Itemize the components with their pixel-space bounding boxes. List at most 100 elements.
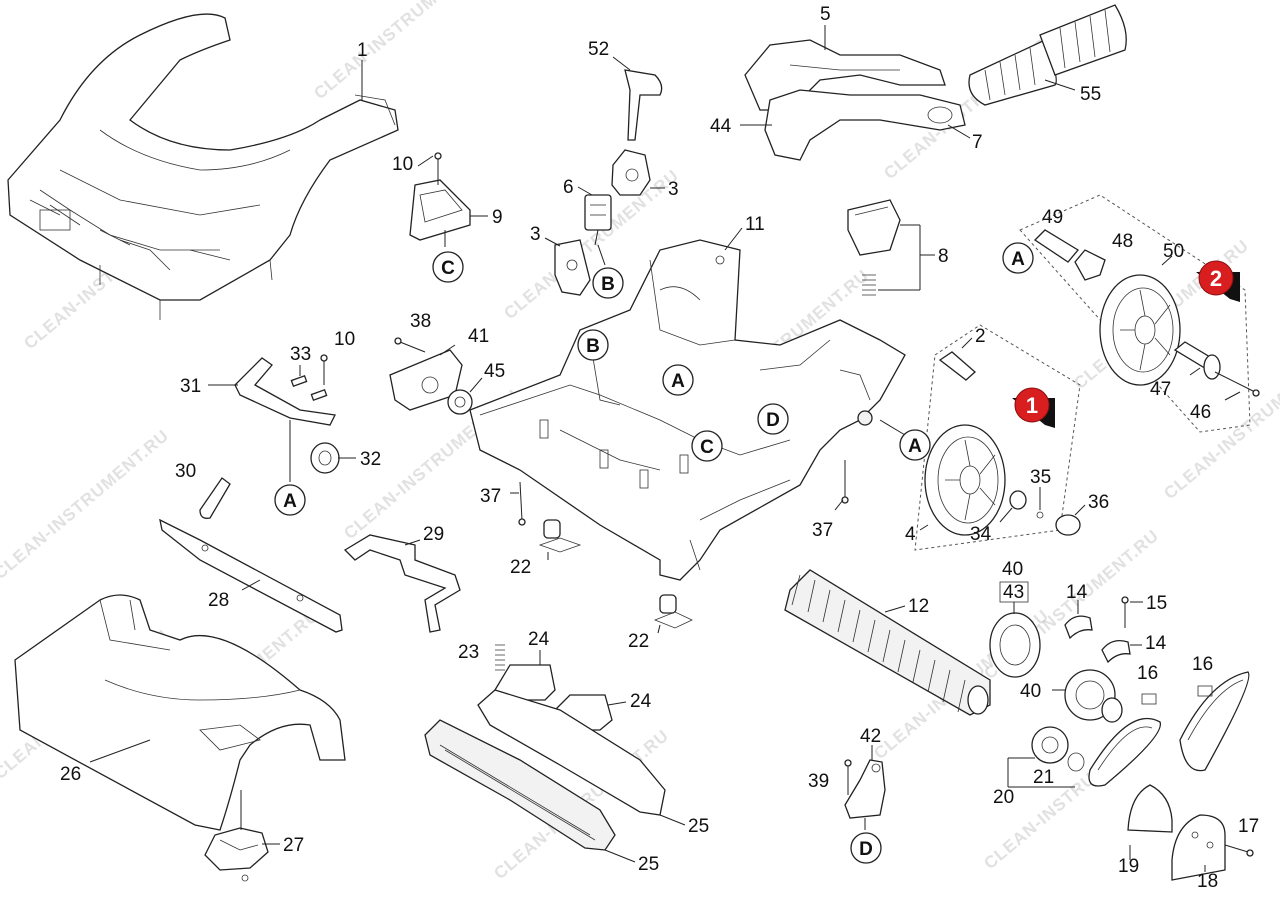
label-part-18[interactable]: 18: [1197, 871, 1218, 892]
label-part-35[interactable]: 35: [1030, 467, 1051, 488]
part-39-screw[interactable]: [844, 759, 852, 795]
label-part-27[interactable]: 27: [283, 835, 304, 856]
label-connector-d-bottom[interactable]: D: [859, 839, 873, 860]
connector-d-bottom[interactable]: [850, 832, 882, 864]
label-part-38[interactable]: 38: [410, 311, 431, 332]
part-25-squeegee[interactable]: [424, 689, 666, 851]
label-part-37-a[interactable]: 37: [480, 486, 501, 507]
label-part-26[interactable]: 26: [60, 764, 81, 785]
label-part-22-a[interactable]: 22: [510, 557, 531, 578]
label-part-6[interactable]: 6: [563, 177, 574, 198]
part-37-screw-left[interactable]: [518, 481, 526, 526]
label-part-3-b[interactable]: 3: [530, 224, 541, 245]
label-part-16-b[interactable]: 16: [1192, 654, 1213, 675]
label-part-52[interactable]: 52: [588, 39, 609, 60]
label-part-20[interactable]: 20: [993, 787, 1014, 808]
label-connector-d-mid[interactable]: D: [766, 410, 780, 431]
part-22-roller-a[interactable]: [538, 519, 582, 553]
label-part-40-b[interactable]: 40: [1020, 681, 1041, 702]
label-part-25-b[interactable]: 25: [638, 854, 659, 875]
label-part-11[interactable]: 11: [745, 214, 765, 235]
part-43-cap[interactable]: [989, 612, 1041, 678]
label-part-40-a[interactable]: 40: [1002, 559, 1023, 580]
label-connector-b-mid[interactable]: B: [586, 336, 600, 357]
label-part-23[interactable]: 23: [458, 642, 479, 663]
part-55-hose[interactable]: [968, 4, 1127, 106]
part-38-screw[interactable]: [394, 337, 426, 353]
label-part-17[interactable]: 17: [1238, 816, 1259, 837]
part-3-holder-bottom[interactable]: [554, 239, 591, 296]
label-part-15[interactable]: 15: [1146, 593, 1167, 614]
part-23-spring[interactable]: [495, 644, 505, 671]
part-10-screw-top[interactable]: [434, 152, 442, 185]
part-27-clip[interactable]: [204, 827, 269, 882]
part-36-cap[interactable]: [1055, 514, 1081, 536]
label-part-48[interactable]: 48: [1112, 231, 1133, 252]
connector-a-mid[interactable]: [662, 364, 694, 396]
part-6-switch[interactable]: [584, 194, 612, 246]
label-part-33[interactable]: 33: [290, 344, 311, 365]
part-50-wheel[interactable]: [1099, 274, 1181, 386]
connector-b-mid[interactable]: [577, 329, 609, 361]
label-part-12[interactable]: 12: [908, 596, 929, 617]
label-part-39[interactable]: 39: [808, 771, 829, 792]
part-14-clips[interactable]: [1064, 615, 1131, 664]
connector-d-mid[interactable]: [757, 403, 789, 435]
part-33-pins[interactable]: [290, 374, 328, 402]
part-29-wire-frame[interactable]: [343, 534, 461, 633]
part-3-holder-top[interactable]: [611, 149, 651, 196]
part-21-gear[interactable]: [1031, 726, 1085, 772]
part-44-handle-lower[interactable]: [764, 89, 966, 161]
connector-c-mid[interactable]: [691, 430, 723, 462]
part-31-axle-bar[interactable]: [234, 357, 336, 426]
label-connector-b-top[interactable]: B: [601, 274, 615, 295]
part-17-screw[interactable]: [1224, 844, 1254, 857]
part-30-pin[interactable]: [199, 477, 231, 519]
label-connector-a-far[interactable]: A: [1011, 249, 1025, 270]
label-connector-c-mid[interactable]: C: [700, 437, 714, 458]
connector-a-right[interactable]: [899, 429, 931, 461]
connector-b-top[interactable]: [592, 267, 624, 299]
label-part-41[interactable]: 41: [468, 326, 489, 347]
label-part-44[interactable]: 44: [710, 116, 732, 137]
label-connector-a-left[interactable]: A: [283, 491, 297, 512]
part-4-wheel[interactable]: [924, 424, 1006, 536]
part-15-screw[interactable]: [1121, 596, 1129, 628]
part-35-clip[interactable]: [1036, 511, 1044, 519]
part-10-screw-left[interactable]: [320, 354, 328, 385]
label-part-30[interactable]: 30: [175, 461, 196, 482]
label-part-32[interactable]: 32: [360, 449, 381, 470]
part-19-cover[interactable]: [1127, 784, 1173, 833]
label-part-2[interactable]: 2: [975, 326, 986, 347]
label-part-3-a[interactable]: 3: [668, 179, 679, 200]
part-47-axle[interactable]: [1173, 341, 1221, 380]
connector-c-top[interactable]: [432, 251, 464, 283]
label-part-10-a[interactable]: 10: [392, 154, 413, 175]
part-22-roller-b[interactable]: [653, 594, 693, 629]
label-connector-a-right[interactable]: A: [908, 436, 922, 457]
label-part-46[interactable]: 46: [1190, 402, 1211, 423]
label-part-16-a[interactable]: 16: [1137, 663, 1158, 684]
part-12-brush-roller[interactable]: [784, 569, 991, 716]
part-16-belt-a[interactable]: [1088, 717, 1161, 787]
label-part-22-b[interactable]: 22: [628, 631, 649, 652]
part-26-front-cover[interactable]: [14, 594, 346, 831]
part-28-rail[interactable]: [159, 518, 343, 633]
label-part-24-b[interactable]: 24: [630, 691, 652, 712]
part-2-axle[interactable]: [938, 351, 976, 381]
label-part-31[interactable]: 31: [180, 376, 201, 397]
part-48-bushing[interactable]: [1074, 249, 1106, 281]
part-37-screw-right[interactable]: [841, 460, 849, 504]
label-part-5[interactable]: 5: [820, 4, 831, 25]
label-part-21[interactable]: 21: [1033, 767, 1054, 788]
connector-a-far[interactable]: [1002, 242, 1034, 274]
part-46-bolt[interactable]: [1214, 371, 1260, 397]
label-part-28[interactable]: 28: [208, 590, 229, 611]
label-part-7[interactable]: 7: [972, 132, 983, 153]
label-part-50[interactable]: 50: [1163, 241, 1184, 262]
label-connector-a-mid[interactable]: A: [671, 371, 685, 392]
part-40-pulley[interactable]: [1064, 669, 1123, 723]
part-42-bracket[interactable]: [844, 759, 886, 819]
label-part-49[interactable]: 49: [1042, 207, 1063, 228]
label-part-10-b[interactable]: 10: [334, 329, 355, 350]
